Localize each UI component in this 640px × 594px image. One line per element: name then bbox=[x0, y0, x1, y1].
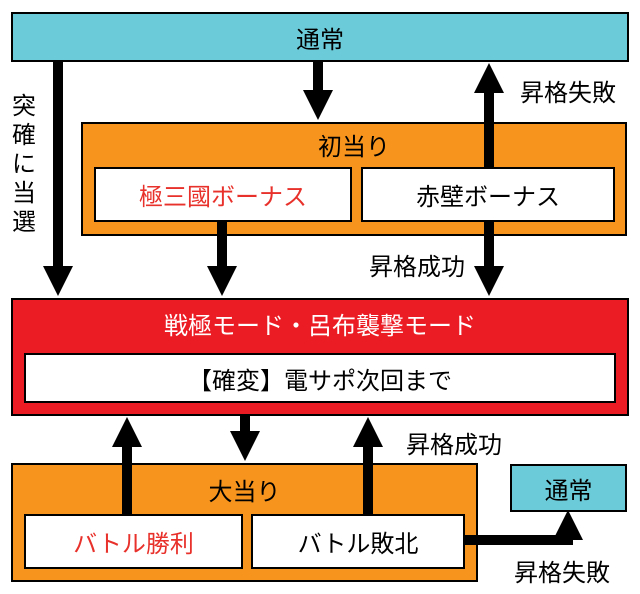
normal-state-bottom-label: 通常 bbox=[544, 476, 593, 505]
normal-state-top: 通常 bbox=[11, 12, 629, 62]
battle-lose-label: バトル敗北 bbox=[297, 530, 419, 558]
arrow-battle-lose-to-normal bbox=[465, 510, 583, 545]
normal-state-bottom: 通常 bbox=[510, 464, 627, 512]
mode-subtitle: 【確変】電サポ次回まで bbox=[188, 366, 452, 395]
battle-lose: バトル敗北 bbox=[251, 514, 465, 569]
label-promote-fail-bottom: 昇格失敗 bbox=[514, 558, 610, 587]
label-promote-fail-top: 昇格失敗 bbox=[520, 78, 616, 107]
label-direct-win: 突確に当選 bbox=[12, 92, 36, 236]
first-hit-title: 初当り bbox=[318, 132, 390, 161]
bonus-gokusangoku-label: 極三國ボーナス bbox=[139, 183, 307, 211]
mode-title: 戦極モード・呂布襲撃モード bbox=[164, 311, 476, 340]
normal-state-top-label: 通常 bbox=[296, 25, 344, 54]
bonus-sekiheki-label: 赤壁ボーナス bbox=[416, 183, 560, 211]
big-hit-title: 大当り bbox=[208, 477, 281, 506]
battle-win-label: バトル勝利 bbox=[73, 530, 194, 558]
bonus-sekiheki: 赤壁ボーナス bbox=[361, 167, 615, 222]
battle-win: バトル勝利 bbox=[24, 514, 243, 569]
label-promote-success-mid: 昇格成功 bbox=[369, 252, 465, 281]
bonus-gokusangoku: 極三國ボーナス bbox=[94, 167, 352, 222]
mode-subtitle-box: 【確変】電サポ次回まで bbox=[24, 353, 616, 403]
label-promote-success-low: 昇格成功 bbox=[406, 430, 502, 459]
